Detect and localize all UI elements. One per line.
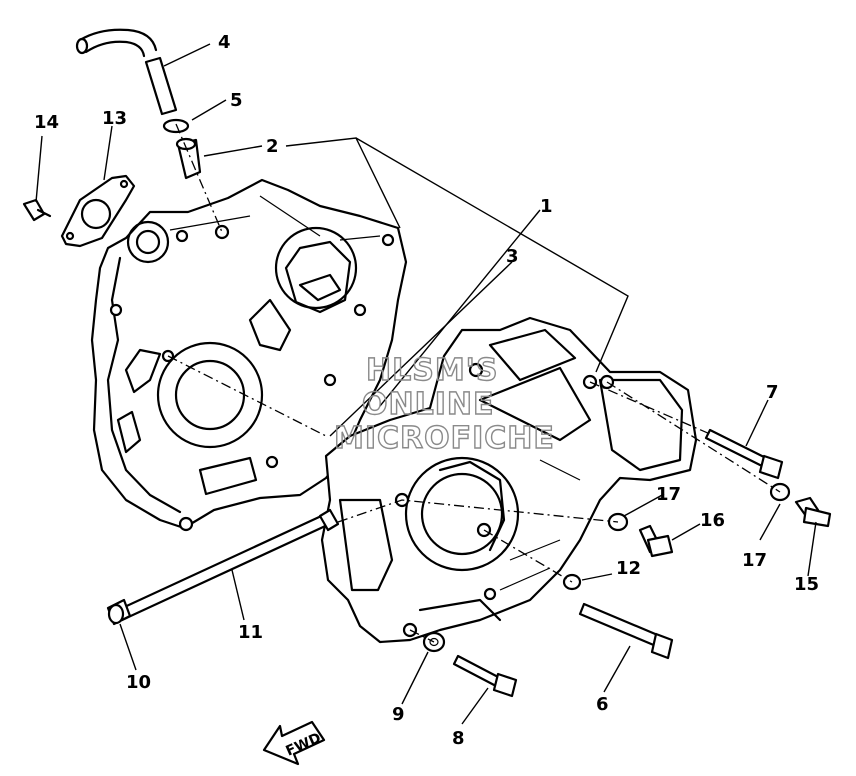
callout-6: 6	[596, 694, 609, 715]
callout-11: 11	[238, 622, 263, 643]
callout-3: 3	[506, 246, 519, 267]
callout-1: 1	[540, 196, 553, 217]
bolt-part-6[interactable]	[578, 602, 674, 660]
callout-15: 15	[794, 574, 819, 595]
callout-17b: 17	[742, 550, 767, 571]
callout-4: 4	[218, 32, 231, 53]
bolt-part-16[interactable]	[638, 524, 674, 558]
callout-10: 10	[126, 672, 151, 693]
callout-5: 5	[230, 90, 243, 111]
right-crankcase[interactable]	[320, 316, 698, 644]
leader-lines	[35, 43, 817, 725]
bolt-part-7[interactable]	[704, 428, 784, 480]
callout-7: 7	[766, 382, 779, 403]
callout-16: 16	[700, 510, 725, 531]
callout-13: 13	[102, 108, 127, 129]
watermark-line-3: MICROFICHE	[334, 421, 555, 456]
left-crankcase[interactable]	[90, 178, 408, 532]
fwd-direction-arrow: FWD	[262, 720, 326, 766]
collar-part-10[interactable]	[106, 598, 132, 626]
callout-labels: 1 2 3 4 5 6 7 8 9 10 11 12 13 14 15 16 1…	[34, 32, 819, 749]
bolt-part-14[interactable]	[22, 198, 52, 222]
watermark: HLSM'S ONLINE MICROFICHE	[333, 352, 555, 456]
callout-14: 14	[34, 112, 59, 133]
bolt-part-8[interactable]	[452, 654, 518, 698]
alignment-lines	[167, 123, 781, 643]
watermark-line-1: HLSM'S	[366, 353, 498, 388]
callout-17a: 17	[656, 484, 681, 505]
watermark-line-2: ONLINE	[362, 387, 495, 422]
breather-hose[interactable]	[75, 28, 158, 58]
callout-2: 2	[266, 136, 279, 157]
hose-part-4[interactable]	[144, 56, 178, 116]
callout-9: 9	[392, 704, 405, 725]
gasket-part-13[interactable]	[60, 174, 136, 248]
fitting-part-2[interactable]	[175, 137, 202, 180]
stud-bolt-part-11[interactable]	[116, 508, 340, 622]
callout-8: 8	[452, 728, 465, 749]
bolt-part-15[interactable]	[794, 496, 832, 528]
clip-part-5[interactable]	[162, 118, 190, 134]
washer-part-17[interactable]	[607, 482, 791, 532]
callout-12: 12	[616, 558, 641, 579]
